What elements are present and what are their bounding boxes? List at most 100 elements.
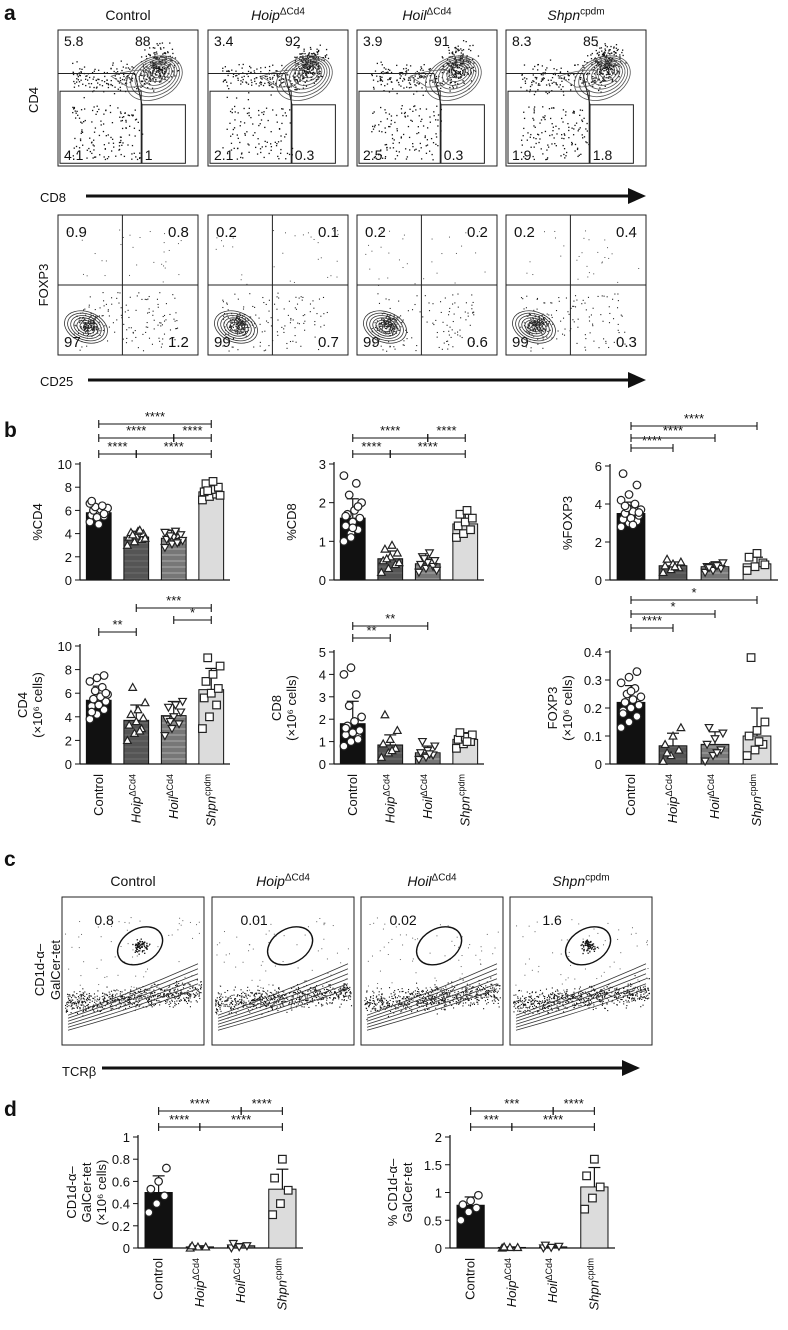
contour-line [437, 60, 474, 90]
event-dot [309, 64, 311, 67]
event-dot [233, 127, 236, 129]
event-dot [179, 1000, 181, 1002]
event-dot [234, 293, 236, 295]
y-tick-label: 0 [65, 573, 72, 588]
event-dot [304, 63, 307, 66]
event-dot [452, 85, 454, 87]
event-dot [524, 322, 526, 324]
event-dot [78, 150, 80, 152]
event-dot [469, 45, 471, 47]
event-dot [533, 146, 535, 148]
nkt-plot-frame [61, 896, 205, 1046]
event-dot [546, 321, 548, 323]
event-dot [144, 298, 146, 300]
event-dot [394, 326, 396, 328]
event-dot [178, 961, 180, 963]
event-dot [619, 58, 621, 60]
event-dot [600, 70, 603, 72]
event-dot [465, 232, 467, 234]
event-dot [116, 989, 118, 991]
event-dot [281, 82, 283, 84]
event-dot [172, 294, 174, 296]
event-dot [529, 329, 531, 332]
nkt-dot [134, 951, 136, 953]
event-dot [252, 305, 254, 308]
event-dot [242, 321, 244, 323]
event-dot [161, 68, 163, 71]
event-dot [562, 91, 565, 93]
event-dot [386, 149, 388, 151]
event-dot [570, 89, 572, 91]
event-dot [83, 320, 85, 322]
event-dot [176, 985, 178, 987]
event-dot [537, 327, 539, 329]
bar-3 [198, 491, 225, 581]
event-dot [153, 989, 155, 991]
event-dot [309, 61, 312, 63]
event-dot [237, 318, 240, 321]
event-dot [387, 326, 389, 328]
flow-plot-frame [505, 29, 647, 167]
event-dot [136, 87, 138, 90]
event-dot [607, 67, 609, 69]
data-point-triangle [392, 725, 403, 735]
data-point-triangle [658, 567, 668, 577]
event-dot [142, 64, 145, 66]
event-dot [142, 71, 145, 73]
event-dot [241, 81, 244, 83]
event-dot [462, 59, 465, 62]
event-dot [129, 274, 131, 276]
event-dot [472, 341, 474, 343]
event-dot [599, 68, 601, 71]
event-dot [118, 1008, 120, 1010]
event-dot [78, 147, 81, 149]
event-dot [118, 921, 120, 923]
event-dot [373, 88, 375, 90]
contour-line [578, 57, 629, 98]
data-point-square [452, 743, 461, 753]
event-dot [394, 158, 397, 160]
event-dot [120, 996, 122, 998]
axis-label-cd25: CD25 [40, 374, 73, 389]
event-dot [164, 78, 166, 81]
event-dot [128, 77, 130, 79]
event-dot [309, 56, 311, 58]
event-dot [454, 302, 456, 304]
event-dot [310, 76, 313, 78]
event-dot [403, 77, 405, 80]
event-dot [146, 66, 148, 68]
event-dot [384, 327, 386, 330]
event-dot [136, 264, 138, 266]
event-dot [545, 323, 548, 325]
event-dot [377, 80, 379, 83]
event-dot [230, 149, 233, 151]
event-dot [153, 64, 155, 66]
event-dot [200, 988, 202, 990]
event-dot [535, 316, 537, 318]
event-dot [165, 70, 167, 72]
event-dot [121, 78, 124, 81]
event-dot [471, 304, 473, 306]
event-dot [534, 320, 536, 322]
event-dot [82, 1004, 84, 1006]
event-dot [244, 332, 247, 334]
event-dot [313, 72, 316, 74]
event-dot [119, 292, 121, 294]
event-dot [161, 70, 164, 72]
event-dot [140, 995, 142, 997]
event-dot [596, 73, 599, 76]
event-dot [563, 133, 565, 135]
data-point-triangle-down [704, 564, 714, 573]
event-dot [466, 60, 468, 62]
event-dot [306, 58, 308, 60]
event-dot [79, 1007, 81, 1009]
event-dot [151, 61, 153, 63]
data-point-circle [97, 501, 107, 511]
data-point-triangle [674, 744, 684, 754]
event-dot [285, 115, 287, 117]
event-dot [78, 947, 80, 949]
event-dot [371, 74, 374, 77]
event-dot [102, 123, 105, 125]
event-dot [157, 995, 159, 997]
event-dot [111, 996, 113, 998]
